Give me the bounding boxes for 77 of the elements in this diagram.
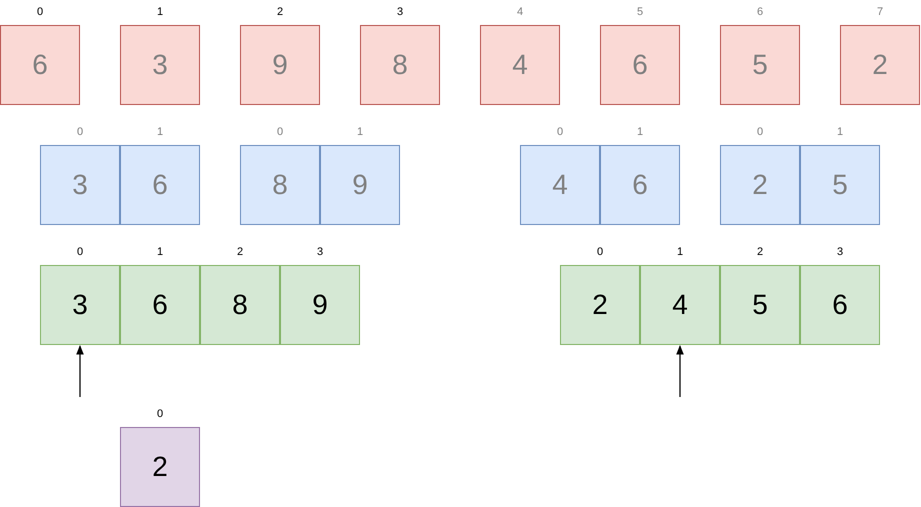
- pointer-arrow: [76, 345, 84, 397]
- cell-value: 8: [272, 171, 288, 199]
- cell-value: 6: [632, 171, 648, 199]
- cell-value: 6: [152, 291, 168, 319]
- cell-value: 9: [352, 171, 368, 199]
- array-cell: [120, 25, 200, 105]
- cell-value: 6: [832, 291, 848, 319]
- array-cell: [600, 145, 680, 225]
- index-label: 0: [276, 127, 284, 138]
- array-cell: [720, 265, 800, 345]
- cell-value: 9: [312, 291, 328, 319]
- cell-value: 8: [232, 291, 248, 319]
- index-label: 1: [156, 7, 164, 18]
- index-label: 0: [36, 7, 44, 18]
- index-label: 1: [156, 247, 164, 258]
- index-label: 5: [636, 7, 644, 18]
- index-label: 0: [156, 409, 164, 420]
- index-label: 2: [756, 247, 764, 258]
- cell-value: 6: [32, 51, 48, 79]
- array-cell: [120, 145, 200, 225]
- index-label: 1: [156, 127, 164, 138]
- index-label: 2: [236, 247, 244, 258]
- array-cell: [200, 265, 280, 345]
- array-cell: [0, 25, 80, 105]
- index-label: 0: [76, 247, 84, 258]
- cell-value: 3: [152, 51, 168, 79]
- cell-value: 5: [752, 291, 768, 319]
- cell-value: 2: [752, 171, 768, 199]
- array-cell: [520, 145, 600, 225]
- index-label: 0: [76, 127, 84, 138]
- array-cell: [840, 25, 920, 105]
- cell-value: 8: [392, 51, 408, 79]
- index-label: 1: [836, 127, 844, 138]
- index-label: 2: [276, 7, 284, 18]
- cell-value: 6: [152, 171, 168, 199]
- cell-value: 3: [72, 291, 88, 319]
- array-cell: [800, 145, 880, 225]
- array-cell: [240, 145, 320, 225]
- array-cell: [560, 265, 640, 345]
- array-cell: [800, 265, 880, 345]
- cell-value: 5: [832, 171, 848, 199]
- array-cell: [40, 145, 120, 225]
- cell-value: 5: [752, 51, 768, 79]
- cell-value: 2: [872, 51, 888, 79]
- cell-value: 9: [272, 51, 288, 79]
- index-label: 6: [756, 7, 764, 18]
- cell-value: 2: [592, 291, 608, 319]
- index-label: 1: [636, 127, 644, 138]
- array-cell: [480, 25, 560, 105]
- cell-value: 2: [152, 453, 168, 481]
- index-label: 3: [316, 247, 324, 258]
- array-cell: [600, 25, 680, 105]
- array-cell: [240, 25, 320, 105]
- cell-value: 6: [632, 51, 648, 79]
- array-cell: [720, 25, 800, 105]
- array-cell: [120, 427, 200, 507]
- array-cell: [280, 265, 360, 345]
- array-cell: [40, 265, 120, 345]
- index-label: 1: [676, 247, 684, 258]
- index-label: 4: [516, 7, 524, 18]
- pointer-arrow: [676, 345, 684, 397]
- array-cell: [640, 265, 720, 345]
- index-label: 3: [836, 247, 844, 258]
- array-cell: [720, 145, 800, 225]
- cell-value: 4: [672, 291, 688, 319]
- array-cell: [320, 145, 400, 225]
- cell-value: 3: [72, 171, 88, 199]
- cell-value: 4: [552, 171, 568, 199]
- index-label: 3: [396, 7, 404, 18]
- array-cell: [360, 25, 440, 105]
- array-cell: [120, 265, 200, 345]
- index-label: 0: [756, 127, 764, 138]
- index-label: 0: [556, 127, 564, 138]
- index-label: 1: [356, 127, 364, 138]
- index-label: 7: [876, 7, 884, 18]
- index-label: 0: [596, 247, 604, 258]
- cell-value: 4: [512, 51, 528, 79]
